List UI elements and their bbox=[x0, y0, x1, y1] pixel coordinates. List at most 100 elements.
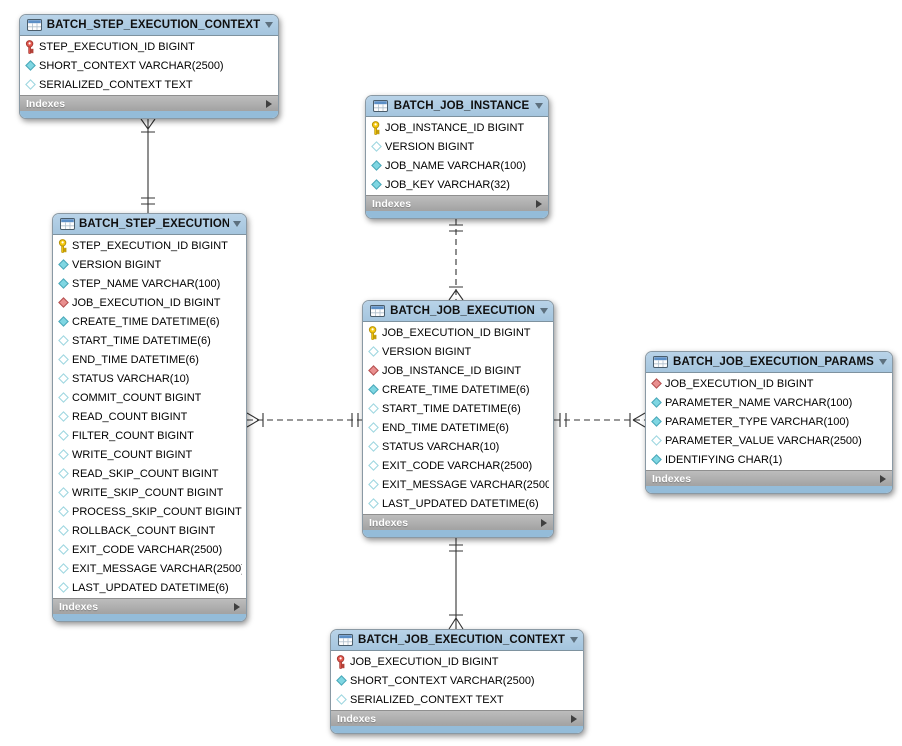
column-row[interactable]: JOB_EXECUTION_ID BIGINT bbox=[53, 293, 246, 312]
column-definition: LAST_UPDATED DATETIME(6) bbox=[382, 497, 539, 510]
column-row[interactable]: WRITE_SKIP_COUNT BIGINT bbox=[53, 483, 246, 502]
expand-arrow-icon[interactable] bbox=[536, 199, 542, 208]
column-row[interactable]: START_TIME DATETIME(6) bbox=[53, 331, 246, 350]
table-header[interactable]: BATCH_JOB_EXECUTION bbox=[363, 301, 553, 322]
column-row[interactable]: COMMIT_COUNT BIGINT bbox=[53, 388, 246, 407]
column-row[interactable]: EXIT_CODE VARCHAR(2500) bbox=[53, 540, 246, 559]
column-row[interactable]: PARAMETER_VALUE VARCHAR(2500) bbox=[646, 431, 892, 450]
column-row[interactable]: STEP_EXECUTION_ID BIGINT bbox=[53, 236, 246, 255]
table-batch-job-execution-params[interactable]: BATCH_JOB_EXECUTION_PARAMS JOB_EXECUTION… bbox=[645, 351, 893, 494]
column-row[interactable]: EXIT_MESSAGE VARCHAR(2500) bbox=[363, 475, 553, 494]
column-row[interactable]: JOB_NAME VARCHAR(100) bbox=[366, 156, 548, 175]
indexes-row[interactable]: Indexes bbox=[331, 710, 583, 726]
nullable-icon bbox=[57, 373, 69, 384]
column-row[interactable]: VERSION BIGINT bbox=[53, 255, 246, 274]
table-batch-job-instance[interactable]: BATCH_JOB_INSTANCE JOB_INSTANCE_ID BIGIN… bbox=[365, 95, 549, 219]
nullable-icon bbox=[57, 563, 69, 574]
column-row[interactable]: STATUS VARCHAR(10) bbox=[363, 437, 553, 456]
column-row[interactable]: JOB_EXECUTION_ID BIGINT bbox=[363, 323, 553, 342]
indexes-row[interactable]: Indexes bbox=[53, 598, 246, 614]
column-row[interactable]: FILTER_COUNT BIGINT bbox=[53, 426, 246, 445]
column-row[interactable]: PARAMETER_NAME VARCHAR(100) bbox=[646, 393, 892, 412]
column-row[interactable]: END_TIME DATETIME(6) bbox=[363, 418, 553, 437]
table-header[interactable]: BATCH_JOB_EXECUTION_CONTEXT bbox=[331, 630, 583, 651]
column-row[interactable]: CREATE_TIME DATETIME(6) bbox=[53, 312, 246, 331]
column-row[interactable]: END_TIME DATETIME(6) bbox=[53, 350, 246, 369]
chevron-down-icon[interactable] bbox=[265, 22, 273, 28]
column-list: STEP_EXECUTION_ID BIGINT VERSION BIGINT ST… bbox=[53, 235, 246, 598]
column-definition: VERSION BIGINT bbox=[72, 258, 162, 271]
column-definition: STATUS VARCHAR(10) bbox=[382, 440, 500, 453]
chevron-down-icon[interactable] bbox=[233, 221, 241, 227]
column-row[interactable]: WRITE_COUNT BIGINT bbox=[53, 445, 246, 464]
table-header[interactable]: BATCH_JOB_EXECUTION_PARAMS bbox=[646, 352, 892, 373]
table-batch-job-execution[interactable]: BATCH_JOB_EXECUTION JOB_EXECUTION_ID BIG… bbox=[362, 300, 554, 538]
column-row[interactable]: PARAMETER_TYPE VARCHAR(100) bbox=[646, 412, 892, 431]
table-batch-step-execution-context[interactable]: BATCH_STEP_EXECUTION_CONTEXT STEP_EXECUT… bbox=[19, 14, 279, 119]
column-row[interactable]: IDENTIFYING CHAR(1) bbox=[646, 450, 892, 469]
column-row[interactable]: CREATE_TIME DATETIME(6) bbox=[363, 380, 553, 399]
column-row[interactable]: JOB_EXECUTION_ID BIGINT bbox=[646, 374, 892, 393]
column-definition: PARAMETER_TYPE VARCHAR(100) bbox=[665, 415, 850, 428]
column-definition: JOB_EXECUTION_ID BIGINT bbox=[665, 377, 814, 390]
primary-key-icon bbox=[367, 325, 379, 340]
indexes-row[interactable]: Indexes bbox=[366, 195, 548, 211]
table-icon bbox=[27, 19, 42, 31]
column-row[interactable]: START_TIME DATETIME(6) bbox=[363, 399, 553, 418]
table-footer bbox=[20, 111, 278, 118]
nullable-icon bbox=[57, 392, 69, 403]
column-row[interactable]: VERSION BIGINT bbox=[366, 137, 548, 156]
expand-arrow-icon[interactable] bbox=[234, 602, 240, 611]
relationship-step-execution-to-context[interactable] bbox=[140, 118, 156, 213]
column-row[interactable]: PROCESS_SKIP_COUNT BIGINT bbox=[53, 502, 246, 521]
column-row[interactable]: EXIT_CODE VARCHAR(2500) bbox=[363, 456, 553, 475]
column-definition: PARAMETER_NAME VARCHAR(100) bbox=[665, 396, 853, 409]
column-row[interactable]: VERSION BIGINT bbox=[363, 342, 553, 361]
column-row[interactable]: STEP_NAME VARCHAR(100) bbox=[53, 274, 246, 293]
column-row[interactable]: JOB_INSTANCE_ID BIGINT bbox=[366, 118, 548, 137]
column-row[interactable]: JOB_EXECUTION_ID BIGINT bbox=[331, 652, 583, 671]
column-row[interactable]: LAST_UPDATED DATETIME(6) bbox=[363, 494, 553, 513]
column-row[interactable]: LAST_UPDATED DATETIME(6) bbox=[53, 578, 246, 597]
table-batch-step-execution[interactable]: BATCH_STEP_EXECUTION STEP_EXECUTION_ID B… bbox=[52, 213, 247, 622]
expand-arrow-icon[interactable] bbox=[266, 99, 272, 108]
column-row[interactable]: SHORT_CONTEXT VARCHAR(2500) bbox=[20, 56, 278, 75]
relationship-job-execution-to-job-context[interactable] bbox=[448, 538, 464, 630]
relationship-job-execution-to-step-execution[interactable] bbox=[246, 412, 362, 428]
expand-arrow-icon[interactable] bbox=[880, 474, 886, 483]
table-header[interactable]: BATCH_STEP_EXECUTION_CONTEXT bbox=[20, 15, 278, 36]
column-row[interactable]: SERIALIZED_CONTEXT TEXT bbox=[331, 690, 583, 709]
column-definition: START_TIME DATETIME(6) bbox=[382, 402, 521, 415]
indexes-row[interactable]: Indexes bbox=[363, 514, 553, 530]
indexes-row[interactable]: Indexes bbox=[646, 470, 892, 486]
chevron-down-icon[interactable] bbox=[879, 359, 887, 365]
expand-arrow-icon[interactable] bbox=[571, 714, 577, 723]
chevron-down-icon[interactable] bbox=[570, 637, 578, 643]
column-row[interactable]: STATUS VARCHAR(10) bbox=[53, 369, 246, 388]
nullable-icon bbox=[57, 506, 69, 517]
relationship-job-instance-to-job-execution[interactable] bbox=[448, 219, 464, 301]
column-row[interactable]: READ_SKIP_COUNT BIGINT bbox=[53, 464, 246, 483]
nullable-icon bbox=[370, 141, 382, 152]
table-header[interactable]: BATCH_JOB_INSTANCE bbox=[366, 96, 548, 117]
foreign-key-icon bbox=[650, 378, 662, 389]
expand-arrow-icon[interactable] bbox=[541, 518, 547, 527]
column-row[interactable]: JOB_INSTANCE_ID BIGINT bbox=[363, 361, 553, 380]
chevron-down-icon[interactable] bbox=[535, 103, 543, 109]
relationship-job-execution-to-params[interactable] bbox=[554, 412, 646, 428]
column-row[interactable]: EXIT_MESSAGE VARCHAR(2500) bbox=[53, 559, 246, 578]
column-row[interactable]: SHORT_CONTEXT VARCHAR(2500) bbox=[331, 671, 583, 690]
table-header[interactable]: BATCH_STEP_EXECUTION bbox=[53, 214, 246, 235]
column-row[interactable]: ROLLBACK_COUNT BIGINT bbox=[53, 521, 246, 540]
column-row[interactable]: JOB_KEY VARCHAR(32) bbox=[366, 175, 548, 194]
nullable-icon bbox=[57, 335, 69, 346]
column-row[interactable]: SERIALIZED_CONTEXT TEXT bbox=[20, 75, 278, 94]
chevron-down-icon[interactable] bbox=[540, 308, 548, 314]
not-null-icon bbox=[367, 384, 379, 395]
column-definition: JOB_KEY VARCHAR(32) bbox=[385, 178, 510, 191]
column-row[interactable]: READ_COUNT BIGINT bbox=[53, 407, 246, 426]
column-row[interactable]: STEP_EXECUTION_ID BIGINT bbox=[20, 37, 278, 56]
table-batch-job-execution-context[interactable]: BATCH_JOB_EXECUTION_CONTEXT JOB_EXECUTIO… bbox=[330, 629, 584, 734]
indexes-row[interactable]: Indexes bbox=[20, 95, 278, 111]
nullable-icon bbox=[57, 430, 69, 441]
